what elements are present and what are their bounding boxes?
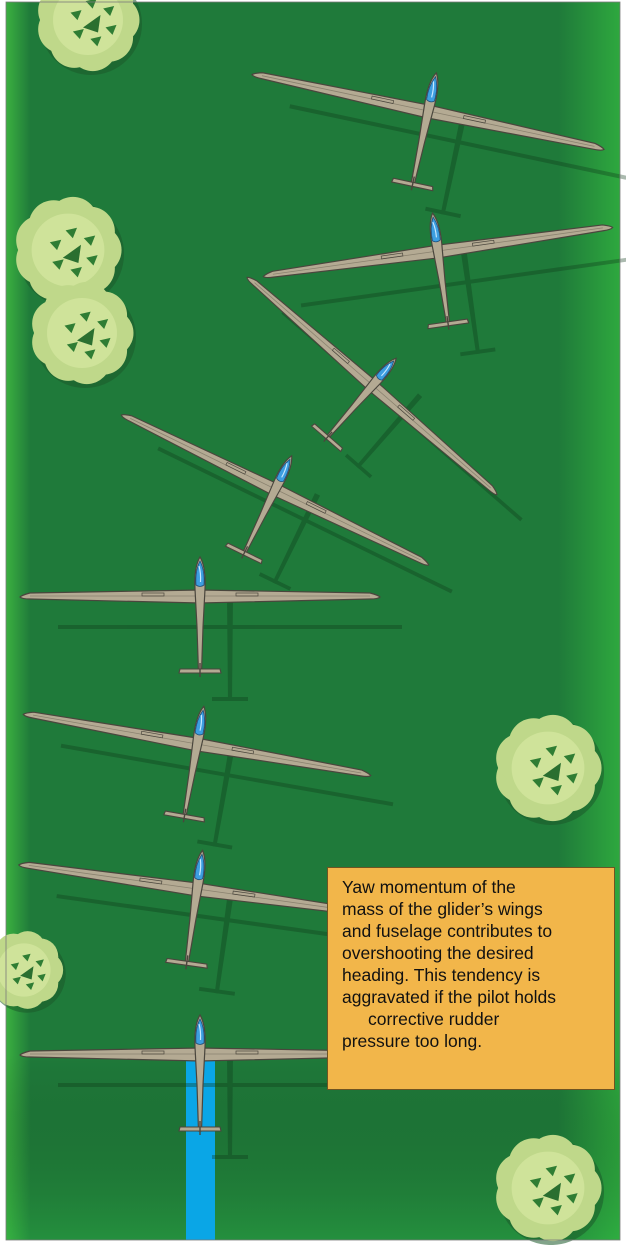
callout-line: heading. This tendency is bbox=[342, 964, 604, 986]
callout-line: mass of the glider’s wings bbox=[342, 898, 604, 920]
callout-box: Yaw momentum of the mass of the glider’s… bbox=[327, 867, 615, 1090]
callout-line: and fuselage contributes to bbox=[342, 920, 604, 942]
callout-line: corrective rudder bbox=[342, 1008, 604, 1030]
callout-line: pressure too long. bbox=[342, 1030, 604, 1052]
callout-line: Yaw momentum of the bbox=[342, 876, 604, 898]
callout-line: aggravated if the pilot holds bbox=[342, 986, 604, 1008]
callout-line: overshooting the desired bbox=[342, 942, 604, 964]
